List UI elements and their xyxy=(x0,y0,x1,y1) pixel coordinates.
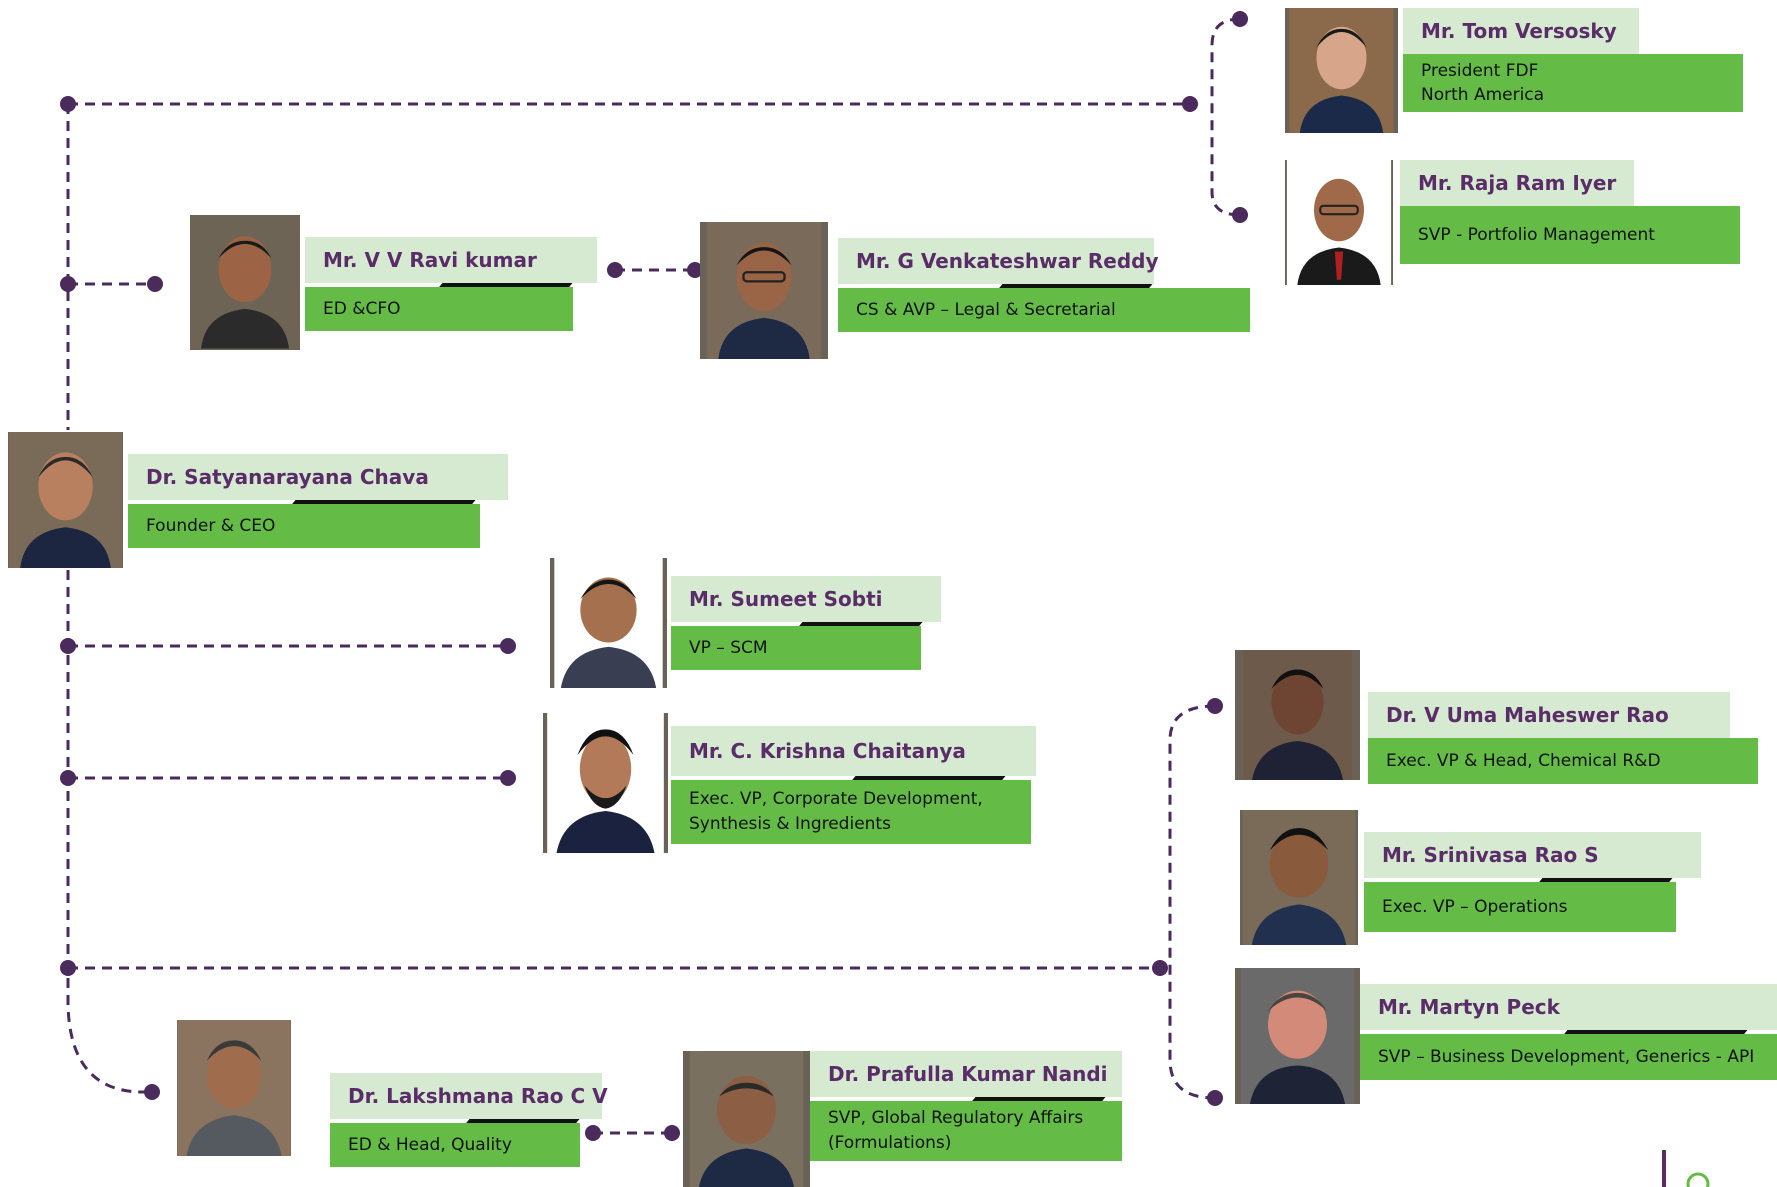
portrait-photo xyxy=(177,1020,291,1156)
connector-node xyxy=(60,96,76,112)
portrait-photo xyxy=(550,558,667,688)
role-line: Exec. VP & Head, Chemical R&D xyxy=(1386,750,1661,771)
person-role: President FDF North America xyxy=(1403,54,1743,112)
connector-node xyxy=(60,276,76,292)
connector-node xyxy=(1207,698,1223,714)
portrait-photo xyxy=(1285,160,1393,285)
portrait-photo xyxy=(1240,810,1358,945)
role-line: Synthesis & Ingredients xyxy=(689,814,891,834)
connector-node xyxy=(664,1125,680,1141)
connector-bracket-rnd xyxy=(1168,704,1216,1100)
role-line: Exec. VP – Operations xyxy=(1382,896,1568,917)
role-line: VP – SCM xyxy=(689,637,768,658)
connector-node xyxy=(60,770,76,786)
portrait-photo xyxy=(190,215,300,350)
portrait-photo xyxy=(700,222,828,359)
connector-node xyxy=(147,276,163,292)
person-name: Mr. Sumeet Sobti xyxy=(671,576,941,622)
role-line: SVP – Business Development, Generics - A… xyxy=(1378,1046,1755,1067)
portrait-photo xyxy=(1235,968,1360,1104)
person-role: ED & Head, Quality xyxy=(330,1123,580,1167)
connector-node xyxy=(60,638,76,654)
person-name: Mr. C. Krishna Chaitanya xyxy=(671,726,1036,776)
connector-node xyxy=(1207,1090,1223,1106)
person-role: Founder & CEO xyxy=(128,504,480,548)
portrait-photo xyxy=(543,713,668,853)
person-name: Mr. Srinivasa Rao S xyxy=(1364,832,1701,878)
connector-node xyxy=(1232,11,1248,27)
portrait-photo xyxy=(1235,650,1360,780)
person-name: Dr. Prafulla Kumar Nandi xyxy=(810,1051,1122,1097)
person-role: ED &CFO xyxy=(305,287,573,331)
spine-bottom xyxy=(66,570,152,1094)
person-role: Exec. VP, Corporate Development, Synthes… xyxy=(671,780,1031,844)
role-line: North America xyxy=(1421,85,1545,105)
person-name: Mr. V V Ravi kumar xyxy=(305,237,597,283)
connector-node xyxy=(500,638,516,654)
person-name: Mr. Raja Ram Iyer xyxy=(1400,160,1634,206)
person-role: Exec. VP – Operations xyxy=(1364,882,1676,932)
role-line: SVP - Portfolio Management xyxy=(1418,224,1655,245)
connector-node xyxy=(144,1084,160,1100)
person-name: Dr. Lakshmana Rao C V xyxy=(330,1073,608,1119)
page-corner-decoration xyxy=(1662,1150,1710,1187)
connector-node xyxy=(60,960,76,976)
connector-node xyxy=(1232,207,1248,223)
connector-node xyxy=(1152,960,1168,976)
connector-node xyxy=(607,262,623,278)
connector-node xyxy=(585,1125,601,1141)
role-line: CS & AVP – Legal & Secretarial xyxy=(856,299,1116,320)
person-name: Mr. Tom Versosky xyxy=(1403,8,1639,54)
role-line: President FDF xyxy=(1421,61,1539,81)
person-name: Dr. Satyanarayana Chava xyxy=(128,454,508,500)
person-name: Mr. Martyn Peck xyxy=(1360,984,1777,1030)
portrait-photo xyxy=(1285,8,1398,133)
person-name: Dr. V Uma Maheswer Rao xyxy=(1368,692,1730,738)
person-name: Mr. G Venkateshwar Reddy xyxy=(838,238,1159,284)
portrait-photo xyxy=(683,1051,810,1187)
person-role: SVP, Global Regulatory Affairs (Formulat… xyxy=(810,1101,1122,1161)
connector-node xyxy=(500,770,516,786)
role-line: Exec. VP, Corporate Development, xyxy=(689,789,983,809)
person-role: Exec. VP & Head, Chemical R&D xyxy=(1368,738,1758,784)
person-role: CS & AVP – Legal & Secretarial xyxy=(838,288,1250,332)
role-line: ED & Head, Quality xyxy=(348,1134,512,1155)
connector-bracket-fdf xyxy=(1210,17,1241,217)
role-line: ED &CFO xyxy=(323,298,401,319)
role-line: (Formulations) xyxy=(828,1133,952,1153)
role-line: SVP, Global Regulatory Affairs xyxy=(828,1108,1084,1128)
connector-node xyxy=(1182,96,1198,112)
portrait-photo xyxy=(8,432,123,568)
role-line: Founder & CEO xyxy=(146,515,276,536)
person-role: SVP - Portfolio Management xyxy=(1400,206,1740,264)
person-role: VP – SCM xyxy=(671,626,921,670)
connector-node xyxy=(687,262,703,278)
person-role: SVP – Business Development, Generics - A… xyxy=(1360,1034,1777,1080)
